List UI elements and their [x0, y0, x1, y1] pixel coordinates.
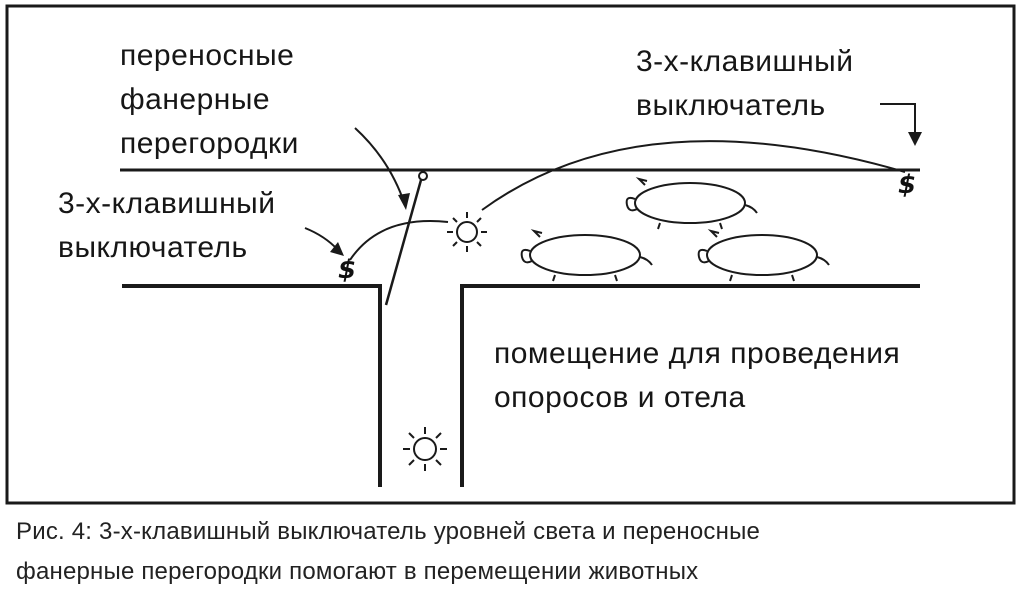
sun-icon	[447, 212, 487, 252]
wire-right	[481, 140, 906, 211]
partition-pointer-head	[398, 193, 410, 210]
switch-left-pointer	[304, 227, 339, 251]
wire-left	[349, 220, 449, 261]
corridor-right-wall	[460, 284, 920, 487]
partitions-label: переносные фанерные перегородки	[120, 39, 299, 160]
switch-right-label: 3-х-клавишный выключатель	[636, 45, 854, 122]
switch-right-pointer-head	[908, 132, 922, 146]
switch-left-label: 3-х-клавишный выключатель	[58, 187, 276, 264]
switch-icon: $	[898, 170, 917, 200]
figure-caption: Рис. 4: 3-х-клавишный выключатель уровне…	[16, 518, 761, 585]
pig-icon	[520, 229, 653, 282]
switch-right-pointer	[880, 103, 916, 138]
switch-icon: $	[338, 255, 357, 285]
partition-hinge	[418, 171, 428, 181]
switch-left-pointer-head	[330, 242, 344, 256]
room-label: помещение для проведения опоросов и отел…	[494, 337, 901, 414]
partition-line	[384, 179, 423, 306]
diagram-frame	[5, 4, 1016, 505]
sun-icon	[403, 427, 447, 471]
pig-icon	[625, 177, 758, 230]
pig-icon	[697, 229, 830, 282]
corridor-left-wall	[122, 284, 382, 487]
partition-pointer	[354, 127, 406, 206]
